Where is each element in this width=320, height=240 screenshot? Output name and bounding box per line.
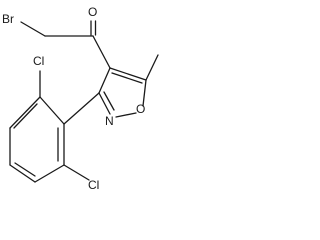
atom-label-chlorine-bottom: Cl — [88, 178, 99, 192]
atom-label-carbonyl-oxygen: O — [88, 5, 97, 19]
bond-ar2-ar3-inner — [13, 103, 38, 129]
bond-c4-c5 — [109, 67, 147, 81]
bond-ar4-ar5-inner — [14, 162, 36, 177]
bond-ar6-cl — [63, 164, 90, 181]
atom-label-ring-oxygen: O — [136, 102, 145, 116]
bond-c3-c4 — [98, 67, 111, 94]
bond-n-c3-inner — [103, 91, 115, 111]
bond-ar2-ar3 — [9, 96, 41, 129]
chemical-structure-drawing: Br O O N Cl Cl — [2, 5, 159, 192]
bond-c4-c5-inner — [111, 72, 143, 84]
bond-c3-aryl — [63, 92, 100, 125]
bond-n-c3 — [98, 92, 111, 115]
atom-label-chlorine-top: Cl — [33, 54, 44, 68]
bond-carbonyl-ring — [92, 35, 111, 69]
bond-o-n — [115, 112, 137, 118]
atom-labels: Br O O N Cl Cl — [2, 5, 145, 192]
bond-ar4-ar5 — [9, 164, 36, 183]
atom-label-bromine: Br — [2, 12, 14, 26]
bond-c5-methyl — [145, 54, 159, 81]
bond-ar1-ar2 — [39, 96, 65, 125]
bond-lines — [9, 20, 159, 183]
bond-c5-o — [142, 79, 147, 107]
bond-br-ch2 — [20, 21, 46, 37]
bond-ar5-ar6 — [34, 164, 65, 183]
atom-label-ring-nitrogen: N — [105, 114, 114, 128]
